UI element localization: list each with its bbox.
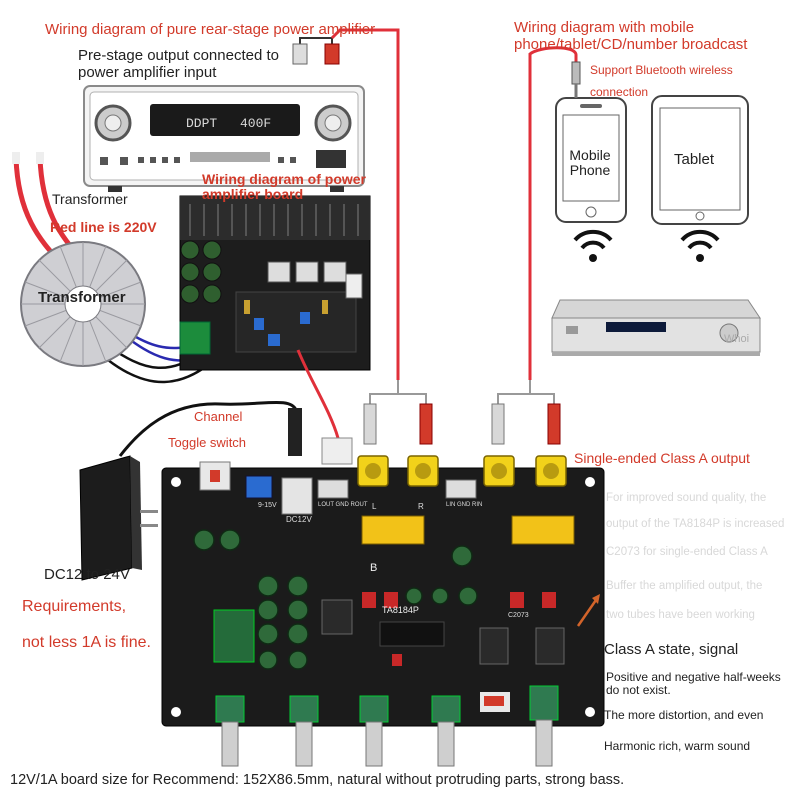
board-label-c2073: C2073 <box>508 612 529 619</box>
title-rear-stage: Wiring diagram of pure rear-stage power … <box>45 21 376 38</box>
board-link-plug <box>321 437 353 465</box>
transformer-toroid <box>20 241 146 367</box>
note-pre-stage: Pre-stage output connected to power ampl… <box>78 47 279 81</box>
red-line-note: Red line is 220V <box>50 219 157 235</box>
desc-line-3: C2073 for single-ended Class A <box>606 546 768 558</box>
toggle-switch-label: Toggle switch <box>168 435 247 450</box>
note-bluetooth-2: connection <box>590 85 649 99</box>
power-amplifier-unit: DDPT 400F <box>83 85 365 192</box>
tone-control-board <box>161 455 605 727</box>
transformer-name: Transformer <box>38 289 126 306</box>
class-a-positive: Positive and negative half-weeks do not … <box>606 670 781 698</box>
arrow-icon <box>576 594 600 627</box>
desc-line-2: output of the TA8184P is increased <box>606 518 785 530</box>
desc-line-1: For improved sound quality, the <box>606 492 767 504</box>
title-power-board: Wiring diagram of power amplifier board <box>202 171 366 203</box>
title-mobile: Wiring diagram with mobile phone/tablet/… <box>514 19 748 53</box>
bottom-caption: 12V/1A board size for Recommend: 152X86.… <box>10 772 625 788</box>
rca-cables-board <box>363 380 561 445</box>
class-a-output-label: Single-ended Class A output <box>574 450 750 466</box>
desc-line-4: Buffer the amplified output, the <box>606 580 763 592</box>
board-label-915v: 9-15V <box>258 502 277 509</box>
potentiometers <box>215 685 559 767</box>
wireless-signal-phone <box>573 229 613 262</box>
tablet-device <box>651 95 749 225</box>
dc-power-adapter <box>79 400 302 581</box>
transformer-label: Transformer <box>52 191 128 207</box>
class-a-harmonic: Harmonic rich, warm sound <box>604 739 751 753</box>
class-a-state: Class A state, signal <box>604 641 739 658</box>
board-label-r: R <box>418 502 424 511</box>
amp-display-right: 400F <box>240 116 271 131</box>
cd-player <box>551 299 761 356</box>
board-label-l: L <box>372 502 377 511</box>
mobile-phone <box>555 97 627 223</box>
top-rca-cable <box>292 28 400 380</box>
board-link-wire <box>296 349 340 439</box>
requirements-line-1: Requirements, <box>22 598 127 615</box>
device-tablet-label: Tablet <box>674 151 715 168</box>
note-bluetooth-1: Support Bluetooth wireless <box>590 63 733 77</box>
desc-line-5: two tubes have been working <box>606 609 755 621</box>
board-label-lin: LIN GND RIN <box>446 502 483 508</box>
wireless-signal-tablet <box>680 229 720 262</box>
cd-watermark: Whoi <box>724 333 750 345</box>
channel-label: Channel <box>194 409 243 424</box>
board-label-lout: LOUT GND ROUT <box>318 502 368 508</box>
class-a-distortion: The more distortion, and even <box>604 708 764 722</box>
requirements-line-2: not less 1A is fine. <box>22 634 151 651</box>
board-label-b: B <box>370 562 378 574</box>
board-label-dc12v: DC12V <box>286 515 312 524</box>
power-amp-board <box>179 195 371 371</box>
headphone-plug <box>528 46 581 380</box>
dc-voltage-label: DC12 to 24V <box>44 566 130 583</box>
board-label-chip: TA8184P <box>382 605 419 615</box>
device-phone-label: Mobile Phone <box>569 147 611 179</box>
amp-display-left: DDPT <box>186 116 217 131</box>
